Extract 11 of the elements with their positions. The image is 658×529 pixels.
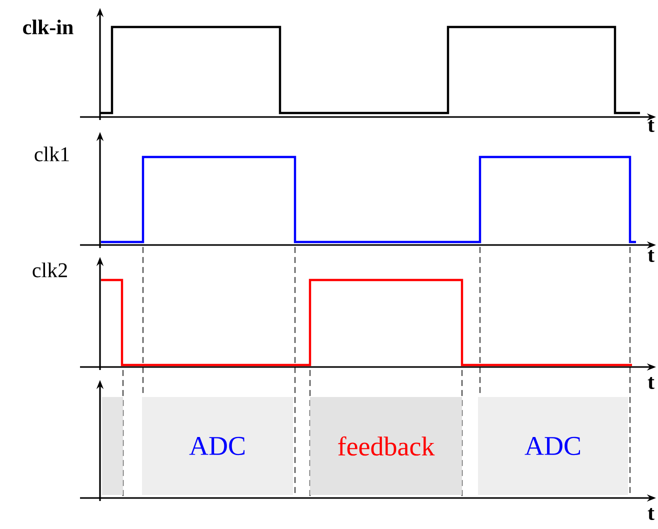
axis-label: t	[648, 508, 654, 520]
phase-band: ADC	[478, 397, 628, 495]
signal-label: clk-in	[23, 20, 74, 34]
phase-band: feedback	[310, 397, 462, 495]
axis-label: t	[648, 250, 654, 262]
phase-band	[102, 397, 123, 495]
axis-label: t	[648, 120, 654, 132]
phase-band: ADC	[142, 397, 293, 495]
signal-label: clk1	[34, 146, 69, 162]
signal-label: clk2	[32, 262, 67, 278]
axis-label: t	[648, 376, 654, 389]
